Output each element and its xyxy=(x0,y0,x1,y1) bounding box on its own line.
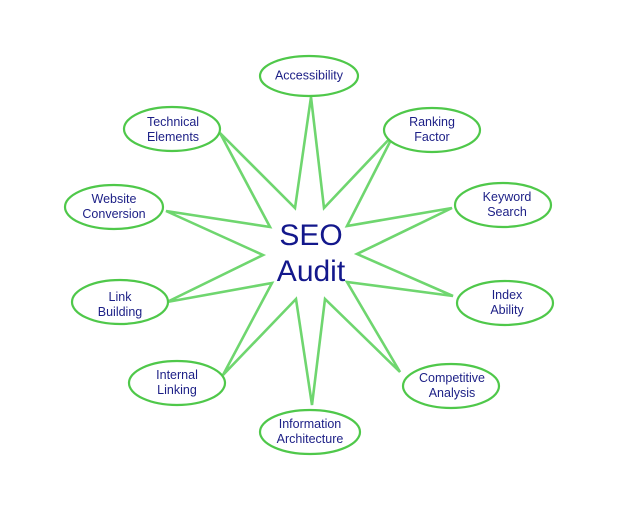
node-label-line1: Website xyxy=(91,192,137,206)
node-ellipse-link-building xyxy=(70,278,170,326)
node-accessibility: Accessibility xyxy=(275,69,343,84)
node-link-building: Link Building xyxy=(98,290,142,320)
node-label-line1: Competitive xyxy=(419,371,485,385)
node-ranking-factor: Ranking Factor xyxy=(409,115,455,145)
node-label-line2: Search xyxy=(487,205,527,219)
node-internal-linking: Internal Linking xyxy=(156,368,198,398)
node-label-line1: Accessibility xyxy=(274,68,344,83)
node-ellipse-accessibility xyxy=(258,54,360,98)
center-title-line2: Audit xyxy=(276,255,346,288)
node-ellipse-website-conversion xyxy=(63,183,165,231)
node-keyword-search: Keyword Search xyxy=(483,190,532,220)
node-label-line1: Internal xyxy=(156,368,198,382)
center-title: SEO Audit xyxy=(277,218,345,290)
node-ellipse-index-ability xyxy=(455,279,555,327)
node-label-line1: Link xyxy=(108,290,132,304)
node-information-architecture: Information Architecture xyxy=(277,417,344,447)
node-ellipse-information-architecture xyxy=(258,408,362,456)
node-label-line2: Factor xyxy=(414,130,450,144)
node-label-line2: Elements xyxy=(146,130,200,144)
node-index-ability: Index Ability xyxy=(490,288,523,318)
center-star-shape xyxy=(165,96,454,406)
node-label-line1: Information xyxy=(278,417,342,431)
node-ellipse-technical-elements xyxy=(122,105,222,153)
node-technical-elements: Technical Elements xyxy=(147,115,199,145)
node-label-line1: Ranking xyxy=(409,115,455,129)
node-label-line2: Building xyxy=(97,305,143,319)
node-label-line2: Linking xyxy=(157,383,197,397)
node-competitive-analysis: Competitive Analysis xyxy=(419,371,485,401)
node-ellipse-competitive-analysis xyxy=(401,362,501,410)
node-label-line2: Analysis xyxy=(428,386,476,400)
node-ellipse-keyword-search xyxy=(453,181,553,229)
node-label-line2: Conversion xyxy=(82,207,146,221)
node-ellipse-ranking-factor xyxy=(382,106,482,154)
node-label-line1: Technical xyxy=(146,115,200,129)
node-label-line2: Architecture xyxy=(276,432,344,446)
node-label-line2: Ability xyxy=(490,303,524,317)
node-ellipse-internal-linking xyxy=(127,359,227,407)
node-label-line1: Keyword xyxy=(482,190,532,204)
node-website-conversion: Website Conversion xyxy=(82,192,145,222)
center-title-line1: SEO xyxy=(279,219,343,252)
node-label-line1: Index xyxy=(491,288,523,302)
